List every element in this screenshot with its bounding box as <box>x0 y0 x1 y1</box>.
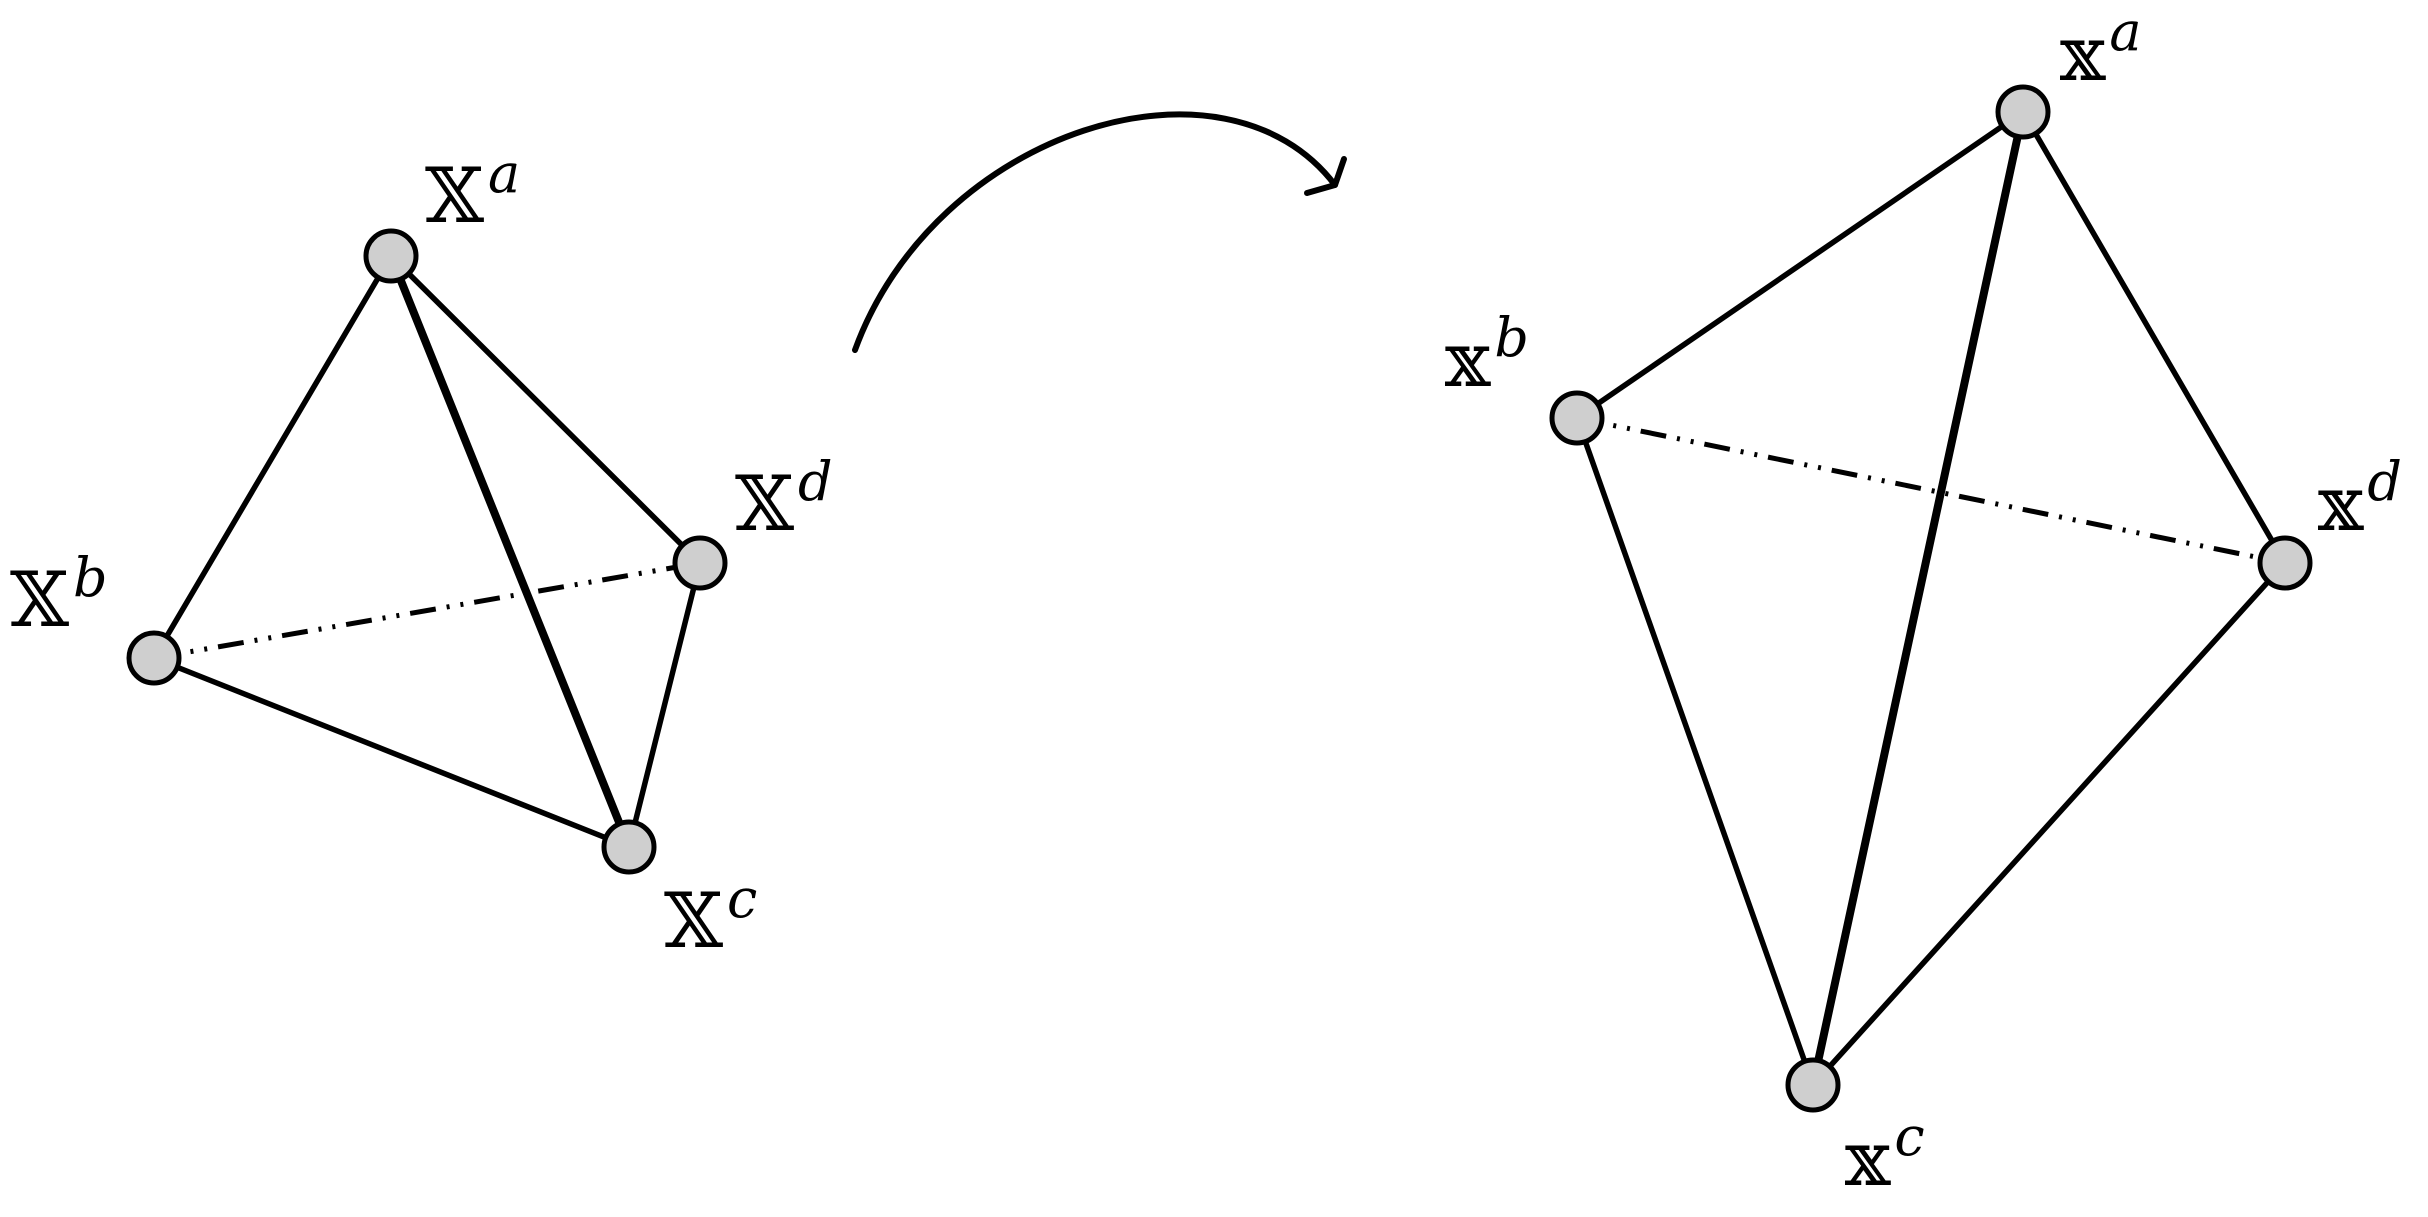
right-label-a: 𝕩a <box>2060 0 2142 98</box>
left-edge-a-c <box>387 252 633 851</box>
right-vertex-b <box>1549 390 1605 446</box>
curved-arrow-icon <box>852 111 1347 353</box>
left-edge-c-d <box>626 560 703 850</box>
right-label-c: 𝕩c <box>1845 1105 1925 1203</box>
right-vertex-a <box>1995 84 2051 140</box>
right-edge-b-c <box>1574 415 1816 1088</box>
right-tetrahedron: 𝕩a 𝕩b 𝕩c 𝕩d <box>1445 0 2402 1203</box>
left-edge-a-d <box>388 253 703 566</box>
left-vertex-b <box>126 630 182 686</box>
left-label-c: 𝕏c <box>664 867 757 965</box>
left-label-d: 𝕏d <box>735 450 833 548</box>
right-edge-a-b <box>1574 109 2026 421</box>
left-vertex-c <box>601 819 657 875</box>
right-vertex-d <box>2257 535 2313 591</box>
left-vertex-a <box>363 228 419 284</box>
left-label-a: 𝕏a <box>425 142 520 240</box>
left-vertex-d <box>672 535 728 591</box>
right-edge-b-d-hidden <box>1576 415 2286 566</box>
right-label-d: 𝕩d <box>2318 450 2402 548</box>
left-edge-a-b <box>151 253 394 661</box>
left-edge-b-d-hidden <box>153 560 701 661</box>
right-edge-c-d <box>1810 560 2288 1088</box>
left-edge-b-c <box>151 655 632 850</box>
left-tetrahedron: 𝕏a 𝕏b 𝕏c 𝕏d <box>10 142 833 965</box>
right-edge-a-c <box>1809 108 2027 1089</box>
right-edge-a-d <box>2020 109 2288 566</box>
right-vertex-c <box>1785 1057 1841 1113</box>
right-label-b: 𝕩b <box>1445 306 1529 404</box>
left-label-b: 𝕏b <box>10 546 108 644</box>
